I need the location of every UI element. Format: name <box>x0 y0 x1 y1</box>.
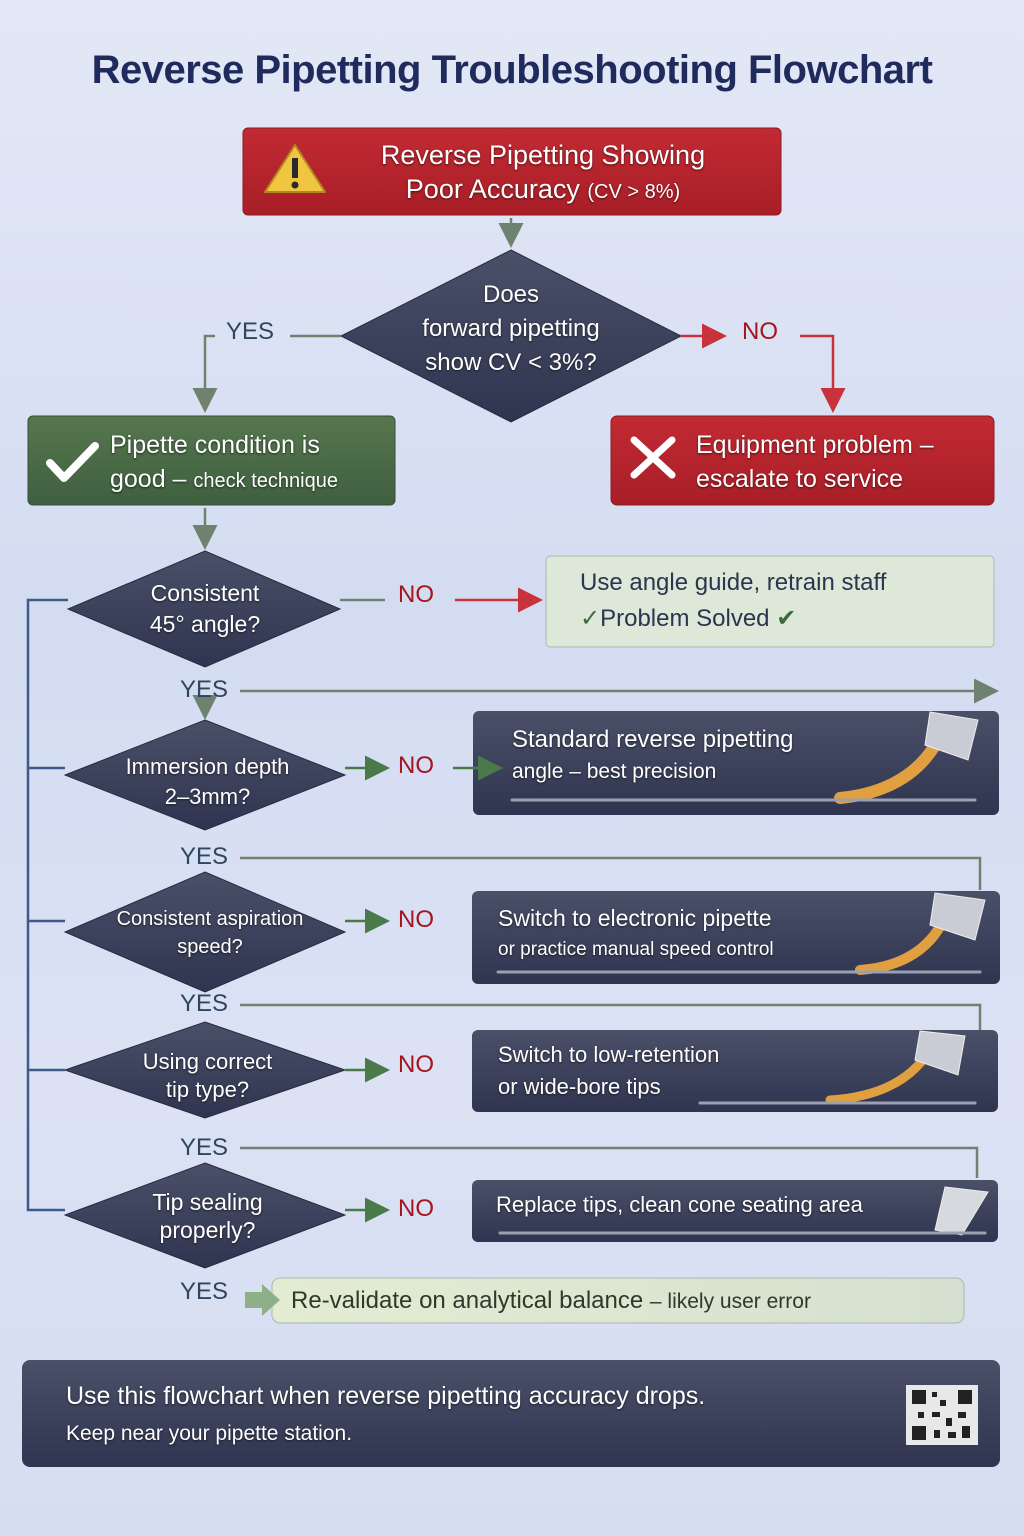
start-text: Reverse Pipetting Showing Poor Accuracy … <box>333 138 753 209</box>
yes-label: YES <box>180 843 229 870</box>
qr-code-icon <box>906 1385 978 1445</box>
final-main: Re-validate on analytical balance <box>291 1287 644 1314</box>
fix1: Switch to electronic pipette <box>498 905 772 931</box>
check-icon <box>46 442 99 482</box>
fix2: or wide-bore tips <box>498 1074 661 1099</box>
footer-line1: Use this flowchart when reverse pipettin… <box>66 1382 706 1410</box>
final-sub: – likely user error <box>649 1290 811 1313</box>
no-label: NO <box>398 1051 434 1078</box>
no-label: NO <box>398 1195 434 1222</box>
yes-label: YES <box>180 1134 229 1161</box>
warning-icon <box>264 144 326 193</box>
decision-angle <box>66 550 342 668</box>
good-sub: check technique <box>193 470 338 492</box>
q2: properly? <box>159 1217 256 1243</box>
check-4-question: Using correct tip type? <box>95 1048 320 1104</box>
d1-line1: Does <box>482 281 540 308</box>
final-text: Re-validate on analytical balance – like… <box>291 1287 811 1315</box>
equip-line1: Equipment problem – <box>696 431 934 459</box>
equipment-box <box>610 415 995 506</box>
check-3-question: Consistent aspiration speed? <box>90 905 330 961</box>
yes-label: YES <box>226 318 275 345</box>
good-line2: good – check technique <box>110 462 338 498</box>
q1: Tip sealing <box>152 1189 263 1215</box>
check-icon: ✓ <box>580 605 601 632</box>
check-icon: ✔ <box>776 605 797 632</box>
good-line1: Pipette condition is <box>110 431 320 459</box>
fix-2-text: Standard reverse pipetting angle – best p… <box>512 724 794 788</box>
fix2: or practice manual speed control <box>498 939 774 960</box>
fix2: angle – best precision <box>512 760 717 783</box>
good-text: Pipette condition is good – check techni… <box>110 428 338 498</box>
start-main: Poor Accuracy <box>405 174 580 204</box>
fix-1-text: Use angle guide, retrain staff ✓Problem … <box>580 565 886 637</box>
fix-3-text: Switch to electronic pipette or practice … <box>498 902 774 966</box>
decision-forward-text: Does forward pipetting show CV < 3%? <box>371 278 651 380</box>
decision-tip-seal <box>63 1162 347 1269</box>
yes-label: YES <box>180 1278 229 1305</box>
start-line2: Poor Accuracy (CV > 8%) <box>333 172 753 209</box>
fix1: Use angle guide, retrain staff <box>580 569 887 596</box>
no-label: NO <box>398 581 434 608</box>
fix-box-5 <box>472 1180 998 1242</box>
yes-label: YES <box>180 990 229 1017</box>
good-box <box>27 415 396 506</box>
fix2: Problem Solved <box>600 605 770 632</box>
q1: Using correct <box>142 1049 273 1074</box>
no-label: NO <box>398 906 434 933</box>
problem-solved: ✓Problem Solved ✔ <box>580 601 886 637</box>
q2: 45° angle? <box>149 611 261 637</box>
no-label: NO <box>398 752 434 779</box>
no-label: NO <box>742 318 778 345</box>
check-1-question: Consistent 45° angle? <box>95 578 315 640</box>
decision-immersion <box>63 719 347 831</box>
q1: Consistent <box>150 580 260 606</box>
equip-line2: escalate to service <box>696 465 904 493</box>
fix-box-3 <box>472 891 1000 984</box>
fix1: Switch to low-retention <box>498 1042 720 1067</box>
decision-speed <box>63 871 347 993</box>
footer-box <box>22 1360 1000 1467</box>
start-line1: Reverse Pipetting Showing <box>380 140 706 170</box>
q1: Immersion depth <box>125 754 290 779</box>
good-main: good – <box>110 465 187 493</box>
fix-5-text: Replace tips, clean cone seating area <box>496 1192 863 1217</box>
start-sub: (CV > 8%) <box>587 181 681 203</box>
decision-forward-cv <box>339 249 683 423</box>
q1: Consistent aspiration <box>116 908 304 930</box>
footer-line2: Keep near your pipette station. <box>66 1422 353 1445</box>
q2: tip type? <box>165 1077 250 1102</box>
start-box <box>242 127 782 216</box>
fix1: Standard reverse pipetting <box>512 726 794 753</box>
page-title: Reverse Pipetting Troubleshooting Flowch… <box>91 48 933 92</box>
check-2-question: Immersion depth 2–3mm? <box>95 752 320 812</box>
d1-line2: forward pipetting <box>422 315 600 342</box>
decision-tip-type <box>63 1021 347 1119</box>
equipment-text: Equipment problem – escalate to service <box>696 428 934 496</box>
tools-icon <box>630 436 676 479</box>
q2: 2–3mm? <box>164 784 251 809</box>
fix-4-text: Switch to low-retention or wide-bore tips <box>498 1039 719 1103</box>
d1-line3: show CV < 3%? <box>425 349 597 376</box>
q2: speed? <box>177 936 243 958</box>
fix-box-1 <box>545 555 995 648</box>
yes-label: YES <box>180 676 229 703</box>
